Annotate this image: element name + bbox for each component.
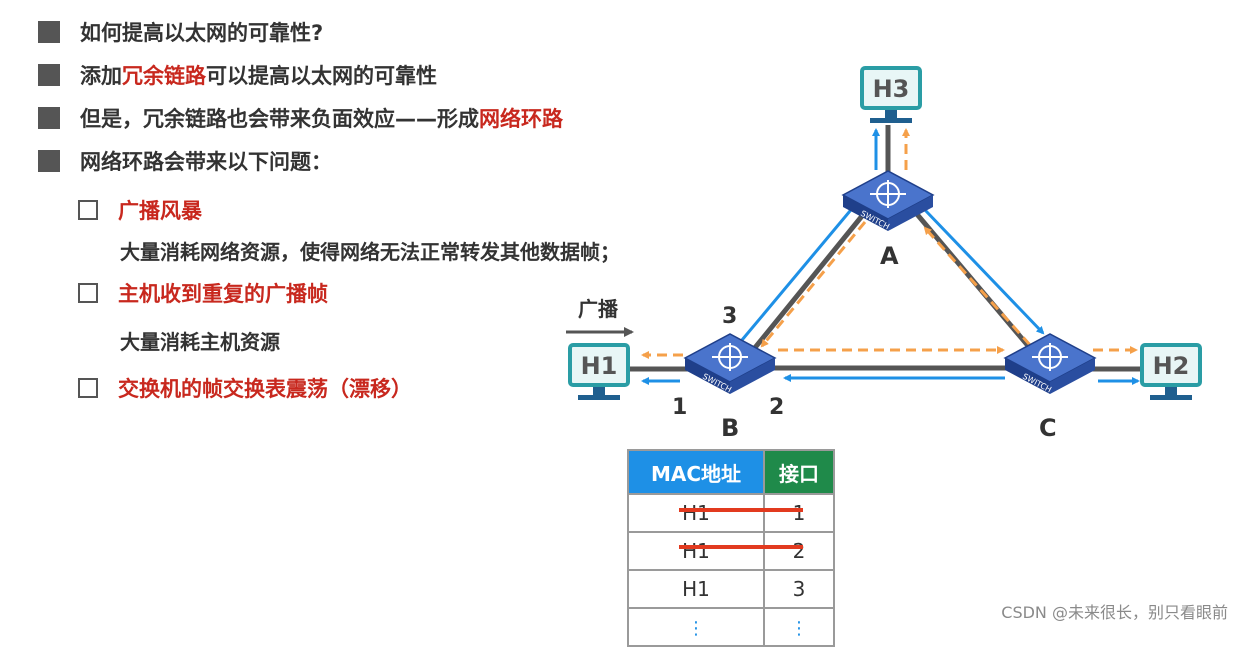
checkbox-icon: [78, 283, 98, 303]
port-3-label: 3: [722, 304, 737, 329]
arrow-a-to-b-dashed: [760, 221, 867, 348]
bullet-prefix: 但是，冗余链路也会带来负面效应——形成: [80, 107, 479, 131]
mac-cell: H1: [627, 531, 765, 571]
mac-cell: H1: [627, 569, 765, 609]
link-b-a: [743, 198, 877, 362]
problem-2: 主机收到重复的广播帧: [78, 278, 328, 308]
arrow-a-to-c: [923, 208, 1045, 335]
port-value: 2: [792, 539, 806, 563]
bullet-text: 如何提高以太网的可靠性?: [80, 21, 324, 45]
bullet-square-icon: [38, 107, 60, 129]
mac-table-header: MAC地址 接口: [627, 449, 835, 495]
port-cell: 1: [763, 493, 835, 533]
bullet-text: 网络环路会带来以下问题：: [80, 150, 332, 174]
arrow-c-to-a-dashed: [923, 226, 1032, 347]
bullet-2: 添加冗余链路可以提高以太网的可靠性: [38, 60, 437, 90]
bullet-square-icon: [38, 150, 60, 172]
port-2-label: 2: [769, 395, 784, 420]
mac-cell: ⋮: [627, 607, 765, 647]
host-h1: H1: [568, 343, 630, 400]
bullet-1: 如何提高以太网的可靠性?: [38, 17, 323, 47]
network-loop-diagram: 广播 SWITCH SWITCH SWITCH H1 H2: [566, 66, 1202, 442]
port-value: 1: [792, 501, 806, 525]
switch-c-label: C: [1039, 414, 1057, 442]
mac-value: H1: [682, 501, 710, 525]
port-1-label: 1: [672, 395, 687, 420]
bullet-suffix: 可以提高以太网的可靠性: [206, 64, 437, 88]
problem-title: 广播风暴: [118, 199, 202, 223]
switch-b: SWITCH: [683, 333, 777, 394]
port-cell: ⋮: [763, 607, 835, 647]
host-label: H2: [1153, 352, 1190, 380]
strike-line-row-1: [679, 508, 803, 512]
port-value: 3: [792, 577, 806, 601]
table-row: ⋮ ⋮: [627, 607, 835, 647]
problem-1: 广播风暴: [78, 195, 202, 225]
mac-value: H1: [682, 577, 710, 601]
mac-header: MAC地址: [627, 449, 765, 495]
problem-3: 交换机的帧交换表震荡（漂移）: [78, 373, 412, 403]
bullet-4: 网络环路会带来以下问题：: [38, 146, 332, 176]
bullet-highlight: 网络环路: [479, 107, 563, 131]
problem-desc: 大量消耗主机资源: [120, 330, 280, 354]
checkbox-icon: [78, 378, 98, 398]
port-cell: 3: [763, 569, 835, 609]
bullet-text: 但是，冗余链路也会带来负面效应——形成网络环路: [80, 103, 563, 133]
bullet-3: 但是，冗余链路也会带来负面效应——形成网络环路: [38, 103, 563, 133]
mac-cell: H1: [627, 493, 765, 533]
switch-a-label: A: [880, 242, 899, 270]
bullet-prefix: 添加: [80, 64, 122, 88]
host-label: H3: [873, 75, 910, 103]
switch-b-label: B: [721, 414, 739, 442]
problem-title: 主机收到重复的广播帧: [118, 282, 328, 306]
host-label: H1: [581, 352, 618, 380]
watermark: CSDN @未来很长，别只看眼前: [1001, 603, 1228, 622]
broadcast-label: 广播: [578, 297, 619, 321]
problem-desc: 大量消耗网络资源，使得网络无法正常转发其他数据帧；: [120, 240, 620, 264]
blue-arrows: [641, 128, 1140, 385]
switch-c: SWITCH: [1003, 333, 1097, 394]
port-header: 接口: [763, 449, 835, 495]
bullet-text: 添加冗余链路可以提高以太网的可靠性: [80, 60, 437, 90]
bullet-square-icon: [38, 21, 60, 43]
mac-table: MAC地址 接口 H1 1 H1 2 H1 3 ⋮ ⋮: [627, 449, 835, 647]
orange-arrows: [641, 128, 1138, 359]
host-h3: H3: [860, 66, 922, 123]
bullet-square-icon: [38, 64, 60, 86]
switch-a: SWITCH: [841, 170, 935, 231]
checkbox-icon: [78, 200, 98, 220]
arrow-b-to-a: [740, 203, 857, 341]
port-cell: 2: [763, 531, 835, 571]
bullet-highlight: 冗余链路: [122, 64, 206, 88]
table-row: H1 1: [627, 493, 835, 533]
mac-value: H1: [682, 539, 710, 563]
problem-title: 交换机的帧交换表震荡（漂移）: [118, 377, 412, 401]
host-h2: H2: [1140, 343, 1202, 400]
strike-line-row-2: [679, 545, 803, 549]
table-row: H1 3: [627, 569, 835, 609]
table-row: H1 2: [627, 531, 835, 571]
